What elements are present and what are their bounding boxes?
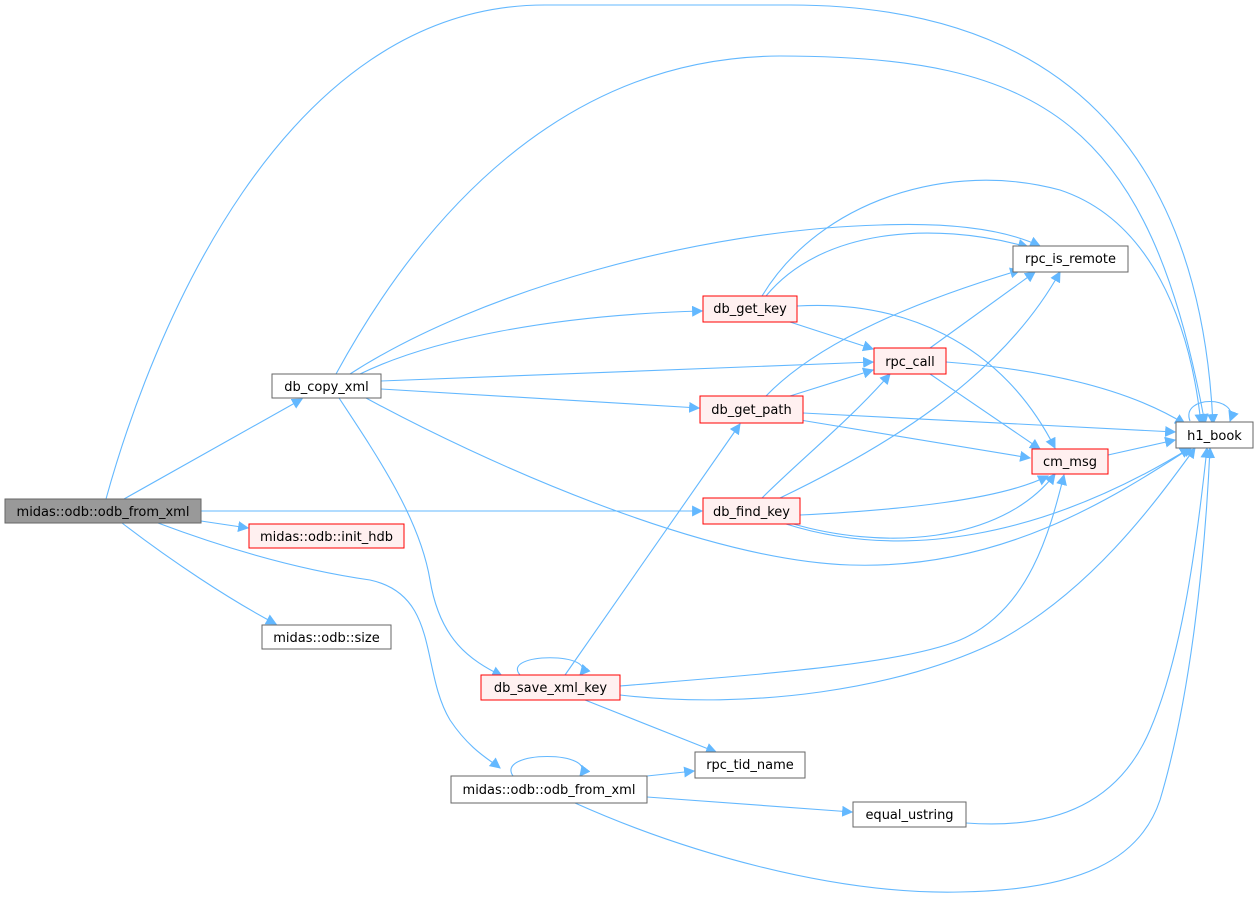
edge-db-get-key-to-h1-book (761, 179, 1206, 426)
edge-db-save-xml-key-self (516, 657, 591, 676)
edge-db-find-key-to-h1-book (785, 447, 1191, 542)
node-label: db_get_key (713, 302, 787, 317)
edge-db-find-key-to-rpc-call (761, 373, 891, 499)
node-label: midas::odb::odb_from_xml (463, 783, 636, 798)
edge-db-copy-xml-to-rpc-is-remote (349, 223, 1041, 375)
edge-cm-msg-to-h1-book (1107, 436, 1177, 456)
edge-rpc-call-to-cm-msg (929, 373, 1041, 450)
node-odb-from-xml-root[interactable]: midas::odb::odb_from_xml (4, 498, 202, 524)
edge-odb-from-xml-self (510, 755, 591, 777)
node-db-find-key[interactable]: db_find_key (702, 497, 801, 525)
node-cm-msg[interactable]: cm_msg (1031, 448, 1109, 475)
edge-odb-from-xml-to-h1-book (574, 446, 1216, 893)
node-db-get-key[interactable]: db_get_key (702, 295, 798, 323)
node-db-get-path[interactable]: db_get_path (699, 395, 804, 424)
edge-rpc-call-to-rpc-is-remote (929, 271, 1036, 349)
node-label: db_find_key (713, 505, 790, 520)
edge-db-get-key-to-rpc-call (789, 321, 875, 352)
edge-db-save-xml-key-to-db-get-path (564, 423, 741, 676)
edge-db-save-xml-key-to-rpc-tid-name (584, 699, 718, 754)
edge-root-to-odb-from-xml (157, 522, 501, 769)
edge-db-copy-xml-to-h1-book-low (365, 397, 1193, 566)
edges-layer (105, 4, 1239, 893)
node-label: midas::odb::odb_from_xml (17, 505, 190, 520)
edge-db-save-xml-key-to-cm-msg (619, 473, 1067, 687)
edge-equal-ustring-to-h1-book (965, 446, 1212, 825)
node-odb-from-xml[interactable]: midas::odb::odb_from_xml (450, 775, 648, 804)
node-label: cm_msg (1043, 455, 1097, 470)
edge-h1-book-self (1188, 401, 1239, 423)
node-label: midas::odb::init_hdb (260, 530, 393, 545)
node-label: db_get_path (711, 403, 791, 418)
edge-db-copy-xml-to-h1-book (335, 55, 1209, 426)
edge-db-find-key-to-cm-msg-2 (799, 475, 1049, 516)
edge-root-to-size (121, 522, 277, 625)
edge-db-copy-xml-to-rpc-call (380, 356, 875, 382)
node-label: rpc_tid_name (706, 758, 794, 773)
edge-rpc-call-to-h1-book (945, 361, 1186, 425)
edge-odb-from-xml-to-equal-ustring (646, 796, 854, 817)
node-label: equal_ustring (865, 808, 953, 823)
node-db-save-xml-key[interactable]: db_save_xml_key (480, 674, 621, 701)
edge-db-save-xml-key-to-h1-book (619, 447, 1196, 701)
node-equal-ustring[interactable]: equal_ustring (852, 801, 967, 828)
edge-root-to-db-copy-xml (123, 398, 303, 500)
node-h1-book[interactable]: h1_book (1175, 421, 1254, 449)
node-rpc-is-remote[interactable]: rpc_is_remote (1012, 245, 1129, 273)
edge-db-get-path-to-rpc-is-remote (765, 267, 1022, 397)
edge-db-find-key-to-rpc-is-remote (779, 271, 1061, 499)
edge-db-get-path-to-cm-msg (799, 419, 1032, 462)
node-label: rpc_is_remote (1025, 252, 1116, 267)
edge-root-to-init-hdb (200, 520, 250, 532)
node-rpc-tid-name[interactable]: rpc_tid_name (694, 751, 806, 779)
edge-db-get-key-to-cm-msg (796, 304, 1056, 449)
edge-root-to-h1-book (105, 4, 1219, 500)
edge-db-copy-xml-to-db-get-key (359, 305, 704, 375)
edge-db-find-key-to-cm-msg (789, 473, 1056, 539)
node-label: midas::odb::size (273, 631, 379, 646)
node-label: h1_book (1187, 429, 1242, 444)
edge-db-get-path-to-h1-book (802, 412, 1177, 437)
edge-db-copy-xml-to-db-get-path (380, 388, 701, 413)
edge-db-get-path-to-rpc-call (789, 367, 875, 397)
node-db-copy-xml[interactable]: db_copy_xml (271, 373, 382, 399)
node-rpc-call[interactable]: rpc_call (873, 347, 947, 375)
node-label: db_save_xml_key (494, 681, 607, 696)
node-label: db_copy_xml (284, 380, 369, 395)
nodes-layer: midas::odb::odb_from_xml db_copy_xml mid… (4, 245, 1254, 828)
node-size[interactable]: midas::odb::size (261, 624, 392, 650)
node-init-hdb[interactable]: midas::odb::init_hdb (248, 523, 405, 549)
edge-db-get-key-to-rpc-is-remote (765, 232, 1030, 297)
node-label: rpc_call (885, 355, 935, 370)
edge-odb-from-xml-to-rpc-tid-name (646, 766, 696, 778)
edge-db-copy-xml-to-db-save-xml-key (338, 397, 503, 677)
